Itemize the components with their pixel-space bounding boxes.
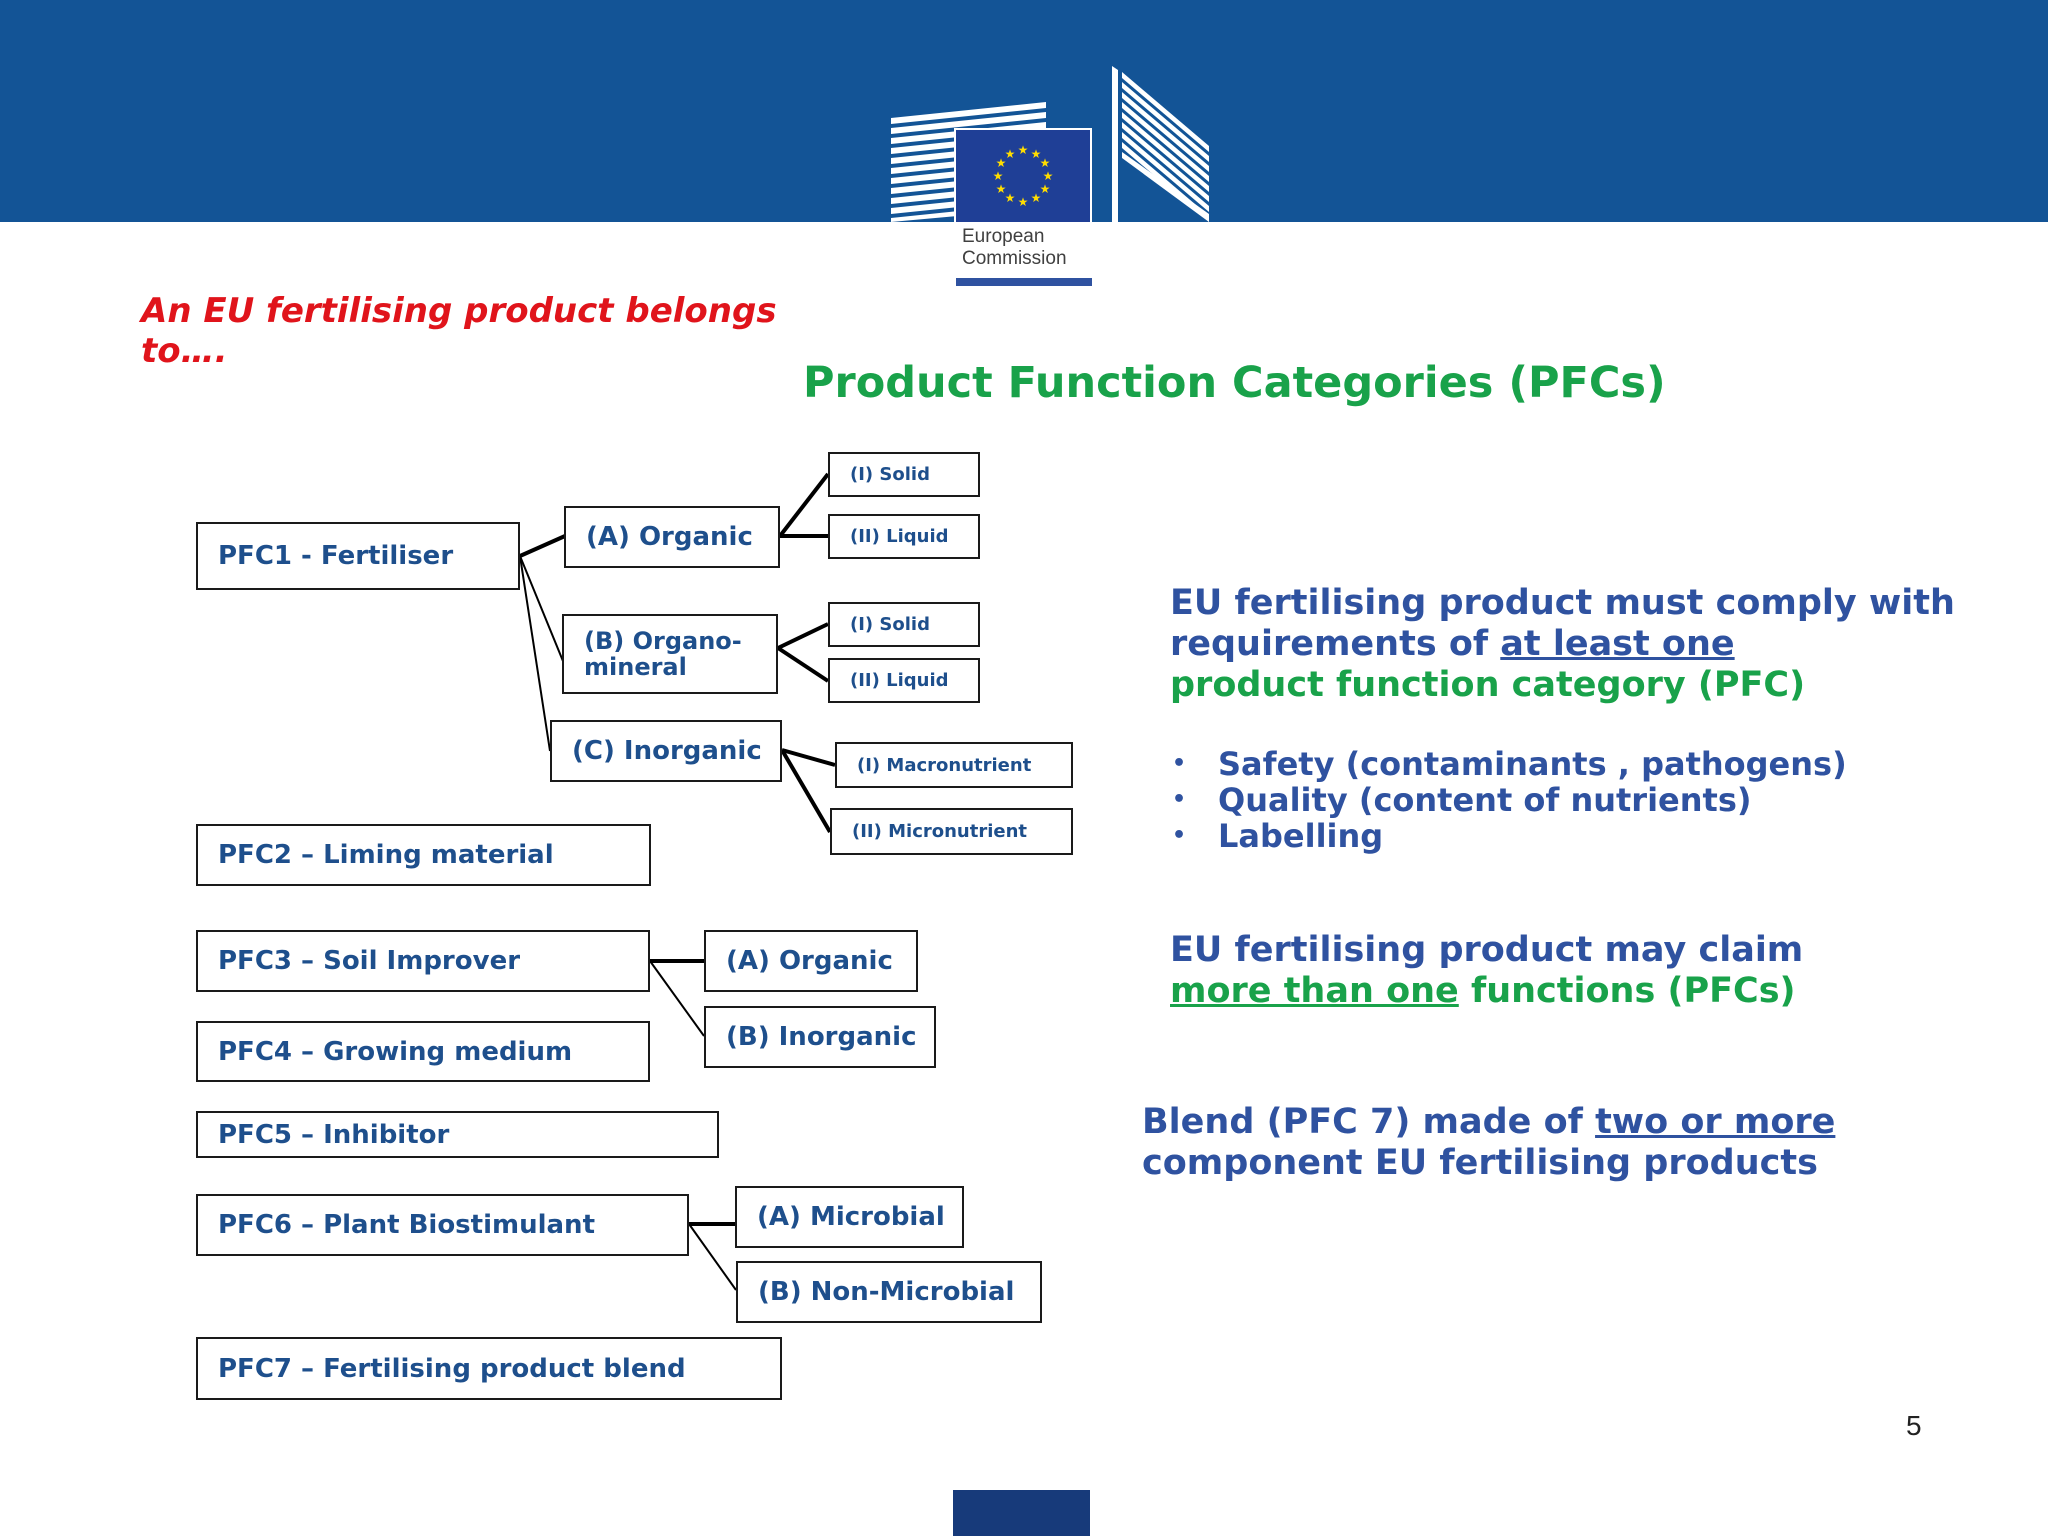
claim-statement: EU fertilising product may claim more th… <box>1170 930 1990 1012</box>
svg-text:★: ★ <box>1005 191 1016 205</box>
page-title: Product Function Categories (PFCs) <box>803 358 1666 408</box>
pfc3-soil-improver-box: PFC3 – Soil Improver <box>196 930 650 992</box>
pfc1-organic-liquid-box: (II) Liquid <box>828 514 980 559</box>
svg-text:★: ★ <box>993 169 1004 183</box>
bullet-item-quality: •Quality (content of nutrients) <box>1172 781 1752 819</box>
pfc1-organic-box: (A) Organic <box>564 506 780 568</box>
pfc1-organo-mineral-liquid-box: (II) Liquid <box>828 658 980 703</box>
svg-text:★: ★ <box>1040 156 1051 170</box>
svg-text:★: ★ <box>1018 195 1029 209</box>
comply-emphasis: at least one <box>1500 624 1735 664</box>
pfc5-inhibitor-box: PFC5 – Inhibitor <box>196 1111 719 1158</box>
bullet-item-labelling: •Labelling <box>1172 817 1384 855</box>
pfc1-organic-solid-box: (I) Solid <box>828 452 980 497</box>
svg-text:★: ★ <box>996 156 1007 170</box>
pfc3-organic-box: (A) Organic <box>704 930 918 992</box>
pfc1-organo-mineral-box: (B) Organo-mineral <box>562 614 778 694</box>
pfc1-inorganic-micronutrient-box: (II) Micronutrient <box>830 808 1073 855</box>
pfc3-inorganic-box: (B) Inorganic <box>704 1006 936 1068</box>
comply-text-2: product function category (PFC) <box>1170 665 1806 705</box>
intro-text: An EU fertilising product belongs to…. <box>141 291 777 371</box>
svg-text:★: ★ <box>996 182 1007 196</box>
bullet-text: Quality (content of nutrients) <box>1218 781 1752 819</box>
pfc1-inorganic-box: (C) Inorganic <box>550 720 782 782</box>
logo-text-european: European <box>962 226 1045 247</box>
svg-text:★: ★ <box>1040 182 1051 196</box>
svg-text:★: ★ <box>1005 147 1016 161</box>
footer-tab <box>953 1490 1090 1536</box>
blend-text-2: component EU fertilising products <box>1142 1143 1818 1183</box>
european-commission-logo: ★ ★ ★ ★ ★ ★ ★ ★ ★ ★ ★ ★ <box>891 66 1209 286</box>
pfc6-non-microbial-box: (B) Non-Microbial <box>736 1261 1042 1323</box>
page-number: 5 <box>1906 1410 1922 1441</box>
claim-emphasis: more than one <box>1170 971 1459 1011</box>
pfc7-fertilising-product-blend-box: PFC7 – Fertilising product blend <box>196 1337 782 1400</box>
logo-text-commission: Commission <box>962 248 1067 269</box>
pfc6-plant-biostimulant-box: PFC6 – Plant Biostimulant <box>196 1194 689 1256</box>
claim-text-2: functions (PFCs) <box>1458 971 1796 1011</box>
bullet-item-safety: •Safety (contaminants , pathogens) <box>1172 745 1847 783</box>
claim-text-1: EU fertilising product may claim <box>1170 930 1804 970</box>
pfc4-growing-medium-box: PFC4 – Growing medium <box>196 1021 650 1082</box>
svg-text:★: ★ <box>1043 169 1054 183</box>
comply-text-1: EU fertilising product must comply with … <box>1170 583 1955 664</box>
logo-underline <box>956 278 1092 286</box>
svg-text:★: ★ <box>1031 147 1042 161</box>
bullet-text: Safety (contaminants , pathogens) <box>1218 745 1847 783</box>
blend-emphasis: two or more <box>1595 1102 1836 1142</box>
pfc6-microbial-box: (A) Microbial <box>735 1186 964 1248</box>
blend-text-1: Blend (PFC 7) made of <box>1142 1102 1596 1142</box>
comply-statement: EU fertilising product must comply with … <box>1170 583 1990 706</box>
pfc1-fertiliser-box: PFC1 - Fertiliser <box>196 522 520 590</box>
blend-statement: Blend (PFC 7) made of two or more compon… <box>1142 1102 2002 1184</box>
pfc1-inorganic-macronutrient-box: (I) Macronutrient <box>835 742 1073 788</box>
svg-text:★: ★ <box>1031 191 1042 205</box>
pfc2-liming-material-box: PFC2 – Liming material <box>196 824 651 886</box>
pfc1-organo-mineral-solid-box: (I) Solid <box>828 602 980 647</box>
svg-text:★: ★ <box>1018 143 1029 157</box>
bullet-text: Labelling <box>1218 817 1384 855</box>
